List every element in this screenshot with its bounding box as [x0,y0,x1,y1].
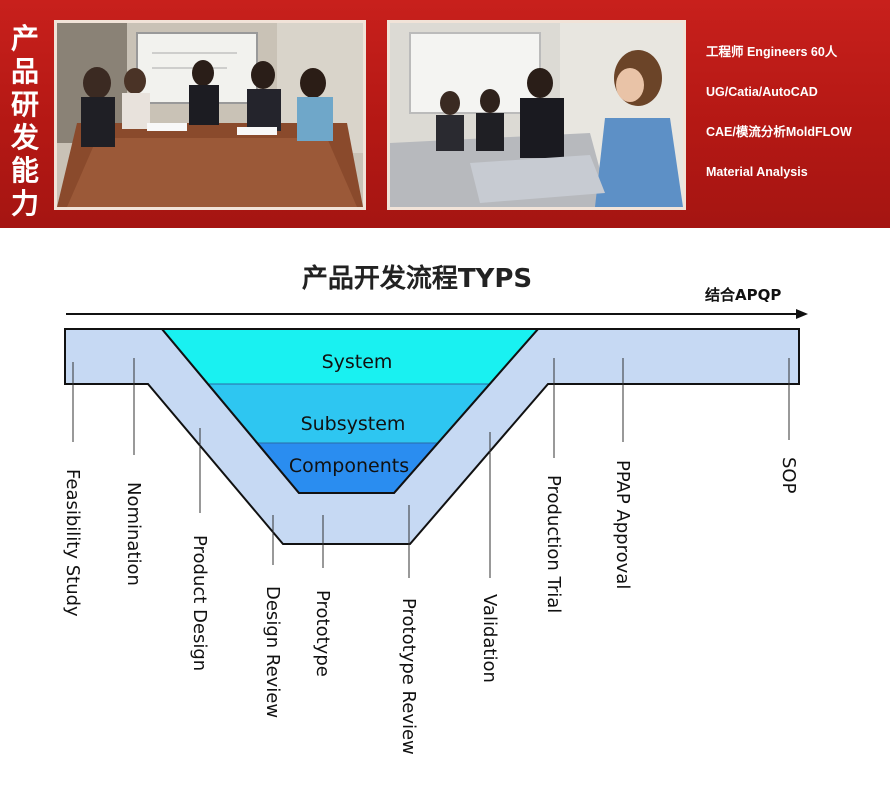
stage-label: Prototype [312,590,333,677]
banner-title: 产 品 研 发 能 力 [6,22,44,220]
banner-title-char: 力 [10,187,39,220]
header-banner: 产 品 研 发 能 力 [0,0,890,228]
stage-label: Product Design [189,535,210,671]
inner-v-outline [159,328,541,494]
capability-item: UG/Catia/AutoCAD [706,85,818,99]
subsystem-level [209,384,490,443]
level-label-components: Components [289,455,409,477]
office-team-photo [387,20,686,210]
stage-label: SOP [778,457,799,494]
system-level [162,329,538,384]
capability-item: 工程师 Engineers 60人 [706,45,838,59]
stage-label: Design Review [262,586,283,718]
banner-title-char: 能 [10,154,39,187]
process-title-text: 产品开发流程TYPS [301,264,533,294]
banner-title-char: 品 [10,55,39,88]
capability-list: 工程师 Engineers 60人 UG/Catia/AutoCAD CAE/模… [706,44,852,204]
banner-title-char: 发 [10,121,39,154]
timeline-arrowhead [796,309,808,319]
stage-label: PPAP Approval [612,460,633,589]
level-label-system: System [322,351,393,373]
meeting-room-photo [54,20,366,210]
apqp-label: 结合APQP [705,286,782,304]
capability-item: Material Analysis [706,165,808,179]
banner-title-char: 产 [10,22,39,55]
stage-label: Feasibility Study [62,469,83,617]
stage-ticks [72,358,790,578]
stage-label: Validation [479,594,500,683]
stage-label: Production Trial [543,475,564,613]
process-title: 产品开发流程TYPS [0,258,890,295]
capability-item: CAE/模流分析MoldFLOW [706,125,852,139]
stage-label: Nomination [123,482,144,586]
level-label-subsystem: Subsystem [301,413,406,435]
stage-label: Prototype Review [398,598,419,755]
components-level [258,443,437,493]
banner-title-char: 研 [10,88,39,121]
